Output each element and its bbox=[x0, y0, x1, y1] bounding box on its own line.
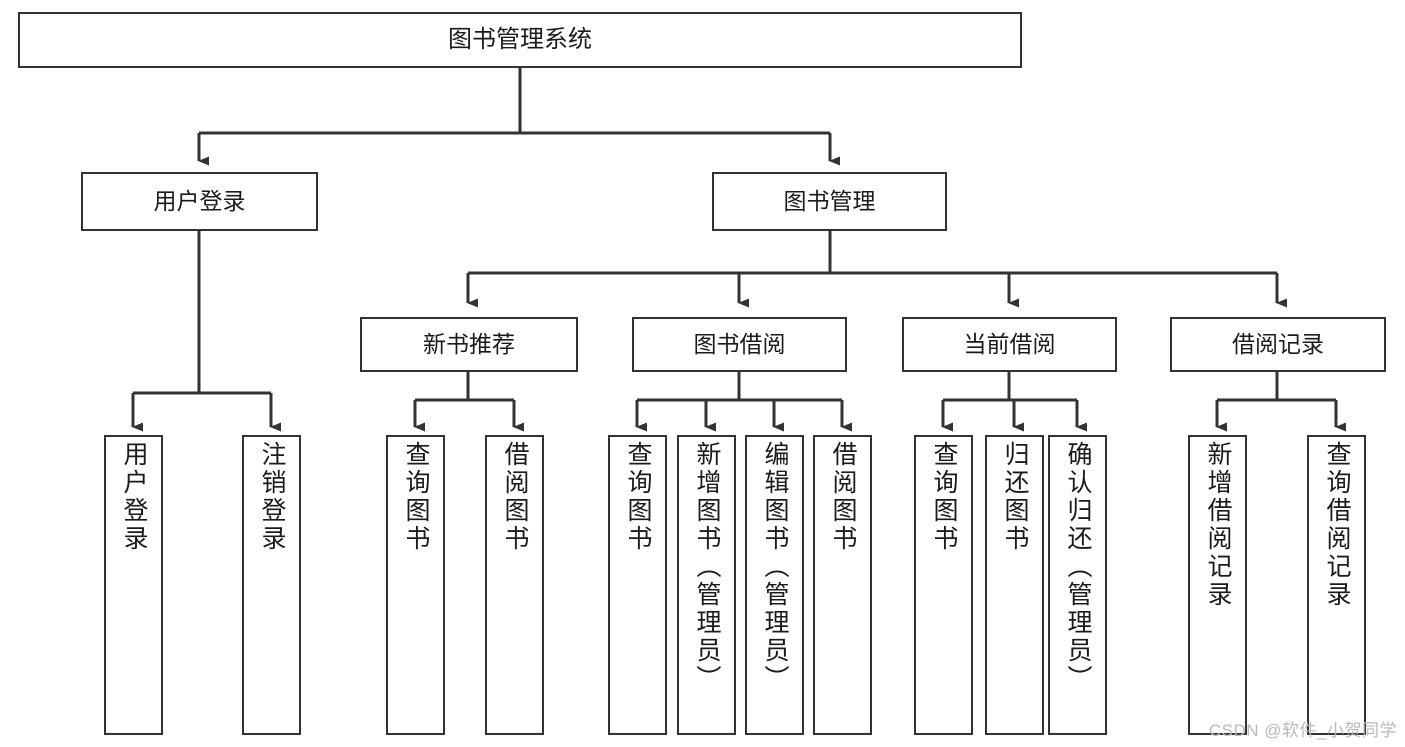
node-leaf-confirm-return-label: 确认归还（管理员） bbox=[1064, 441, 1092, 693]
node-borrow-record-label: 借阅记录 bbox=[1232, 330, 1324, 357]
node-borrow-record[interactable]: 借阅记录 bbox=[1170, 317, 1386, 372]
watermark: CSDN @软件_小贺同学 bbox=[1208, 721, 1397, 740]
node-leaf-confirm-return[interactable]: 确认归还（管理员） bbox=[1048, 435, 1107, 735]
node-leaf-add-record[interactable]: 新增借阅记录 bbox=[1188, 435, 1247, 735]
node-book-manage[interactable]: 图书管理 bbox=[712, 172, 947, 231]
node-root[interactable]: 图书管理系统 bbox=[18, 12, 1022, 68]
node-leaf-borrow-book-2[interactable]: 借阅图书 bbox=[813, 435, 872, 735]
node-leaf-user-login[interactable]: 用户登录 bbox=[104, 435, 163, 735]
node-leaf-borrow-book-1[interactable]: 借阅图书 bbox=[485, 435, 544, 735]
node-leaf-query-record-label: 查询借阅记录 bbox=[1323, 441, 1351, 609]
node-leaf-logout-login[interactable]: 注销登录 bbox=[242, 435, 301, 735]
node-leaf-query-book-2-label: 查询图书 bbox=[624, 441, 652, 553]
node-leaf-query-book-3-label: 查询图书 bbox=[930, 441, 958, 553]
node-leaf-query-book-1[interactable]: 查询图书 bbox=[386, 435, 445, 735]
node-leaf-query-record[interactable]: 查询借阅记录 bbox=[1307, 435, 1366, 735]
node-leaf-return-book[interactable]: 归还图书 bbox=[985, 435, 1044, 735]
node-root-label: 图书管理系统 bbox=[448, 25, 592, 53]
node-leaf-return-book-label: 归还图书 bbox=[1001, 441, 1029, 553]
node-leaf-borrow-book-1-label: 借阅图书 bbox=[501, 441, 529, 553]
node-leaf-borrow-book-2-label: 借阅图书 bbox=[829, 441, 857, 553]
node-new-book-recommend-label: 新书推荐 bbox=[423, 330, 515, 357]
node-leaf-logout-login-label: 注销登录 bbox=[258, 441, 286, 553]
node-current-borrow-label: 当前借阅 bbox=[963, 330, 1056, 357]
node-leaf-query-book-3[interactable]: 查询图书 bbox=[914, 435, 973, 735]
node-leaf-add-book[interactable]: 新增图书（管理员） bbox=[677, 435, 736, 735]
node-leaf-add-record-label: 新增借阅记录 bbox=[1204, 441, 1232, 609]
node-new-book-recommend[interactable]: 新书推荐 bbox=[360, 317, 578, 372]
node-book-borrow-label: 图书借阅 bbox=[693, 330, 786, 357]
node-leaf-edit-book-label: 编辑图书（管理员） bbox=[761, 441, 789, 693]
node-user-login[interactable]: 用户登录 bbox=[81, 172, 318, 231]
node-user-login-label: 用户登录 bbox=[153, 187, 246, 214]
node-current-borrow[interactable]: 当前借阅 bbox=[902, 317, 1117, 372]
node-leaf-user-login-label: 用户登录 bbox=[120, 441, 148, 553]
node-leaf-add-book-label: 新增图书（管理员） bbox=[693, 441, 721, 693]
node-book-borrow[interactable]: 图书借阅 bbox=[632, 317, 847, 372]
node-book-manage-label: 图书管理 bbox=[783, 187, 876, 214]
node-leaf-edit-book[interactable]: 编辑图书（管理员） bbox=[745, 435, 804, 735]
node-leaf-query-book-2[interactable]: 查询图书 bbox=[608, 435, 667, 735]
node-leaf-query-book-1-label: 查询图书 bbox=[402, 441, 430, 553]
